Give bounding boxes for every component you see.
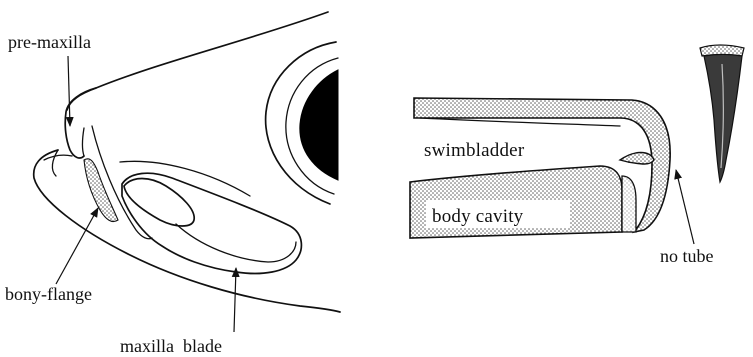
swimbladder-inner-line (420, 118, 620, 126)
label-pre-maxilla: pre-maxilla (8, 32, 91, 52)
label-body-cavity: body cavity (432, 206, 524, 227)
label-swimbladder: swimbladder (424, 140, 525, 161)
arrow-no-tube (676, 170, 694, 244)
pupil (300, 70, 338, 180)
arrow-maxilla-blade (234, 268, 236, 332)
fish-head-drawing (34, 12, 340, 312)
tooth-drawing (700, 45, 744, 182)
bony-flange-region (84, 159, 118, 222)
head-dorsal-outline (67, 12, 328, 110)
maxilla-blade-rim (176, 224, 296, 262)
arrow-pre-maxilla (68, 56, 70, 126)
label-no-tube: no tube (660, 246, 714, 266)
cavity-divider (622, 176, 636, 232)
swimbladder-hook (620, 153, 654, 165)
label-bony-flange: bony-flange (5, 284, 92, 304)
lower-jaw-tip (52, 150, 58, 176)
maxilla-blade-outline (122, 173, 301, 273)
arrow-bony-flange (56, 208, 98, 284)
label-maxilla-blade: maxilla blade (120, 336, 222, 356)
lower-jaw-inner-line (44, 155, 72, 160)
premaxilla-inner-line (83, 128, 85, 156)
